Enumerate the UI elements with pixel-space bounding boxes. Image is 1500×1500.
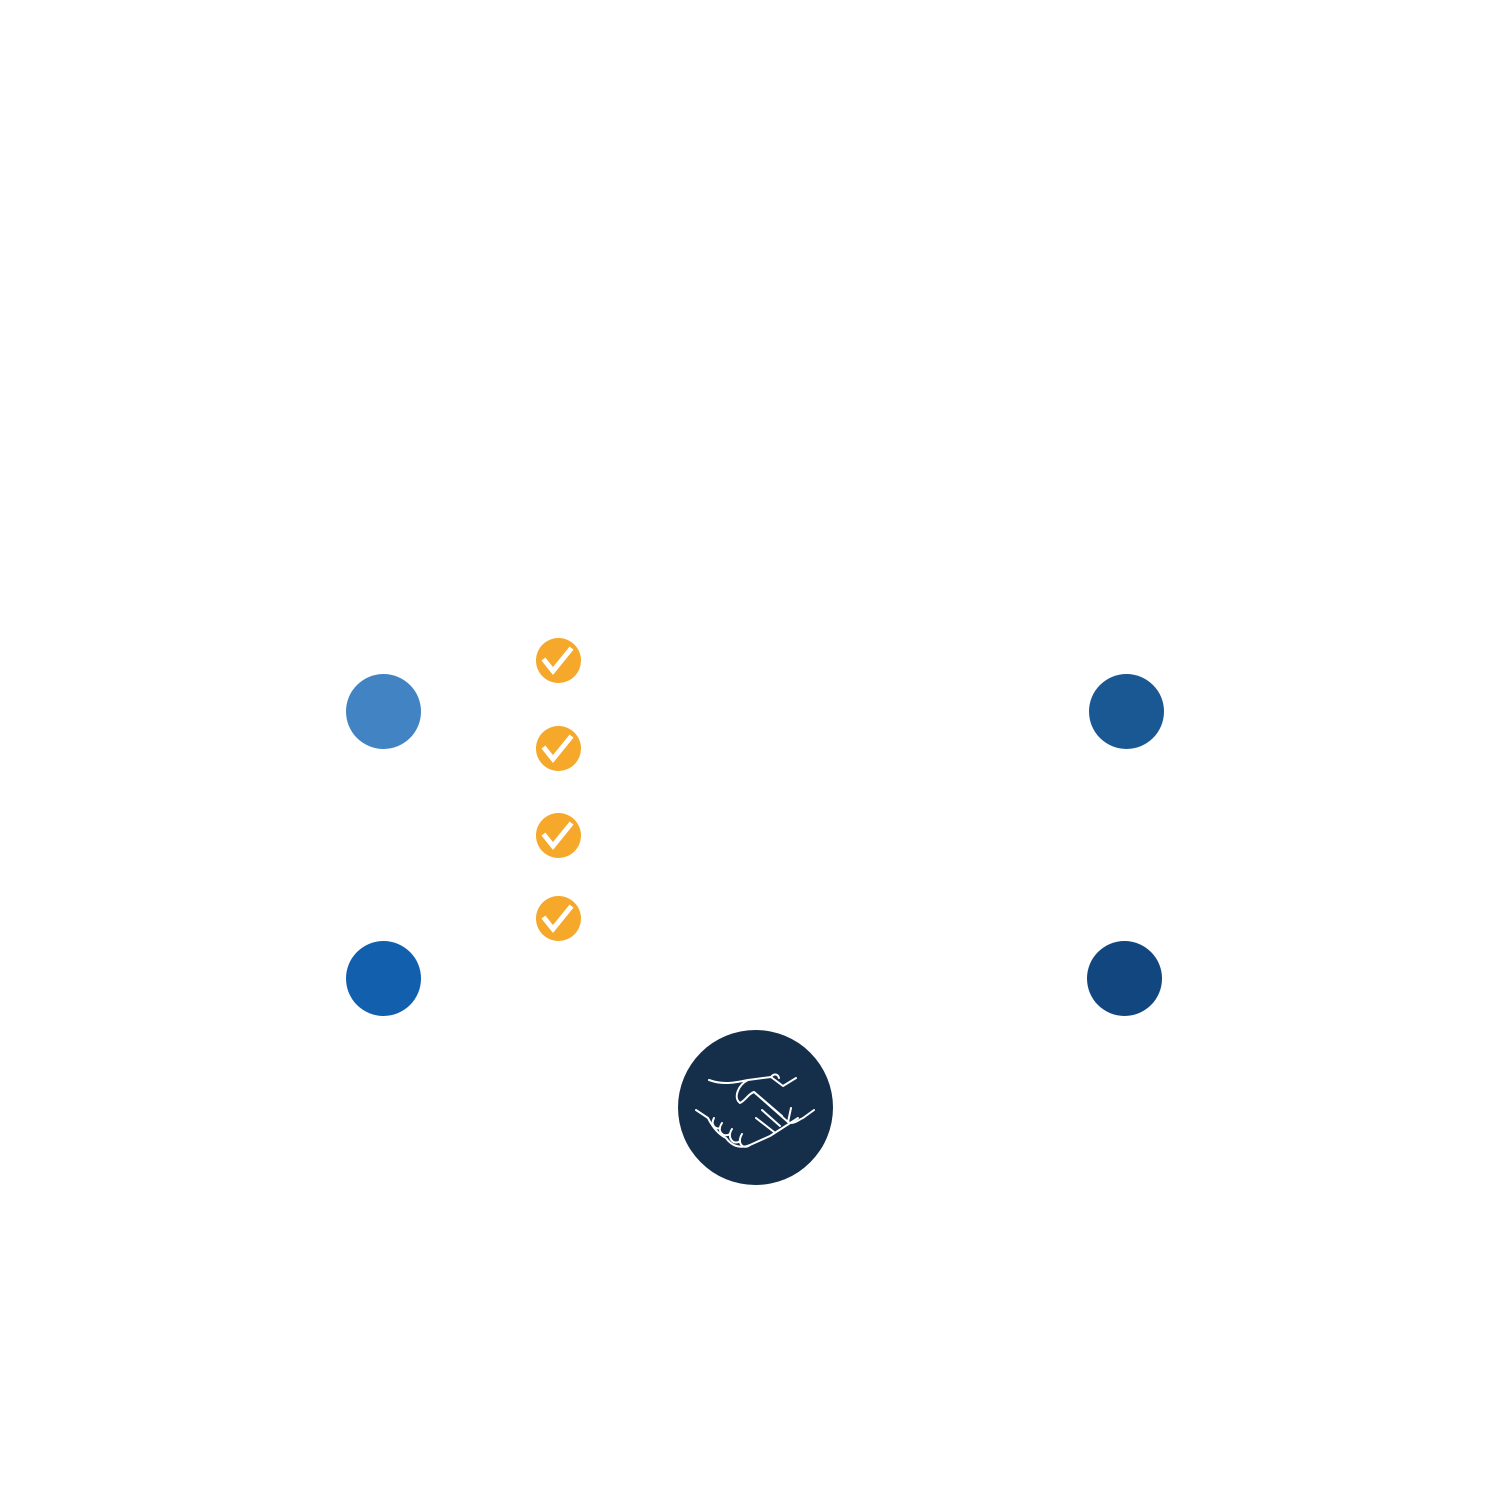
check-circle-icon [536, 896, 581, 941]
blue-dot-top-left [346, 674, 421, 749]
blue-dot-bottom-right [1087, 941, 1162, 1016]
check-circle-icon [536, 638, 581, 683]
handshake-icon [678, 1030, 833, 1185]
blue-dot-top-right [1089, 674, 1164, 749]
check-circle-icon [536, 813, 581, 858]
blue-dot-bottom-left [346, 941, 421, 1016]
check-circle-icon [536, 726, 581, 771]
